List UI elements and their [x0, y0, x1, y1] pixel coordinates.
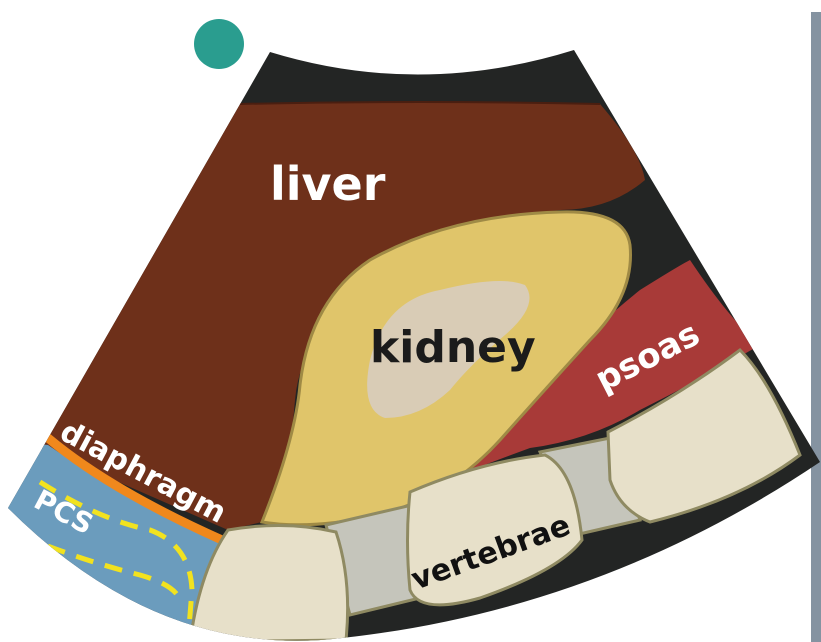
liver-label: liver — [270, 157, 386, 211]
kidney-label: kidney — [370, 322, 536, 373]
probe-orientation-marker-icon — [194, 19, 244, 69]
side-panel-bar — [811, 12, 821, 642]
